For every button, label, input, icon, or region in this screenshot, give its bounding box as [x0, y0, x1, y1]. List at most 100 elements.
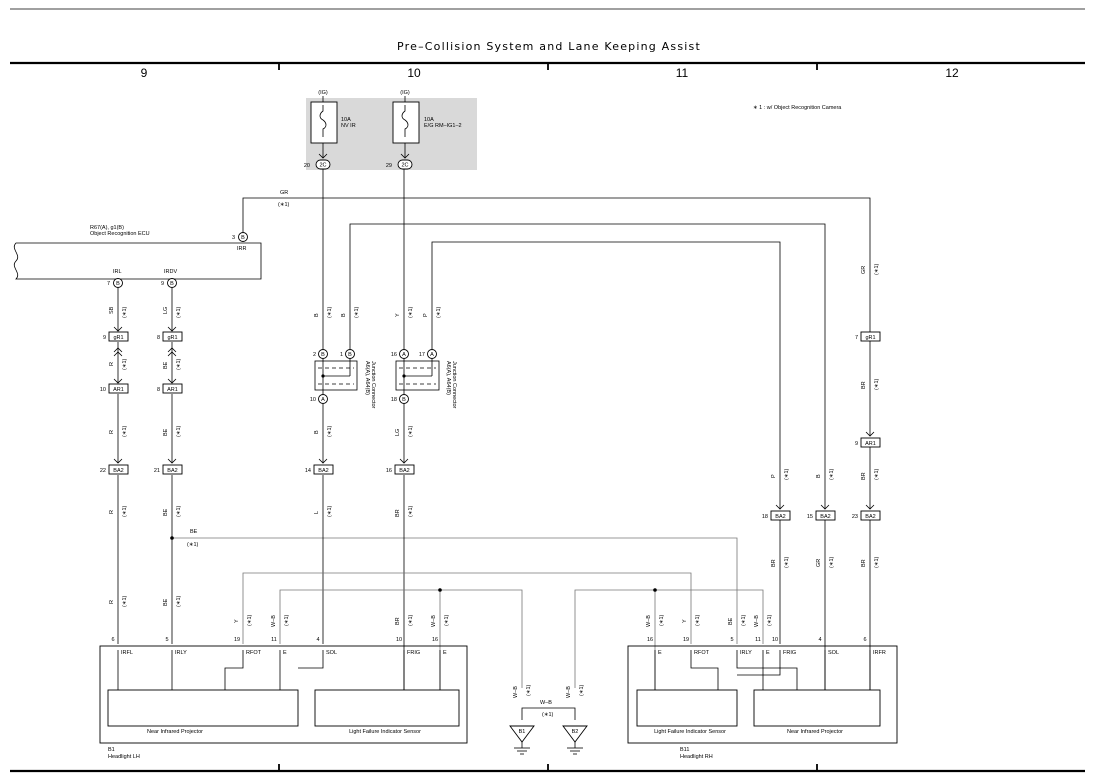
wire-label: (∗1)	[327, 307, 333, 318]
wire-gr-top	[242, 197, 871, 333]
svg-text:7: 7	[107, 281, 110, 287]
wire-label: R	[109, 510, 115, 514]
wire-p-loop	[431, 241, 781, 509]
svg-text:5: 5	[165, 637, 168, 643]
svg-text:2: 2	[313, 352, 316, 358]
svg-text:10: 10	[100, 387, 106, 393]
light-failure-sensor-lh	[314, 689, 460, 727]
wire-label: (∗1)	[122, 359, 128, 370]
wire-label: GR	[816, 559, 822, 567]
wire-label: B	[341, 313, 347, 317]
wire-label: (∗1)	[122, 506, 128, 517]
svg-text:FRIG: FRIG	[407, 650, 420, 656]
svg-text:18: 18	[391, 397, 397, 403]
wire-label: P	[423, 313, 429, 317]
wire-wb-ground-link	[521, 707, 576, 720]
wire-label: W–B	[271, 615, 277, 627]
fuse-connector	[397, 159, 413, 170]
near-infrared-projector-lh	[107, 689, 299, 727]
svg-text:6: 6	[863, 637, 866, 643]
wire-label: (∗1)	[874, 557, 880, 568]
svg-text:10: 10	[772, 637, 778, 643]
svg-text:11: 11	[271, 637, 277, 643]
headlight-rh-name: Headlight RH	[680, 754, 713, 760]
wire-label: B	[816, 474, 822, 478]
connector-ba2-16: BA2 16	[386, 464, 415, 475]
headlight-rh: 16 19 5 11 10 4 6 E RFOT IRLY E FRIG SOL…	[627, 637, 898, 760]
wire-label: (∗1)	[784, 469, 790, 480]
ecu-name: Object Recognition ECU	[90, 231, 150, 237]
column-number-9: 9	[141, 66, 148, 80]
wire-label: (∗1)	[874, 379, 880, 390]
svg-text:gR1: gR1	[865, 335, 875, 341]
svg-text:2C: 2C	[401, 163, 408, 169]
svg-text:BA2: BA2	[820, 514, 830, 520]
wire-label: (∗1)	[176, 426, 182, 437]
wire-label: W–B	[754, 615, 760, 627]
wire-label: (∗1)	[579, 685, 585, 696]
headlight-lh-name: Headlight LH	[108, 754, 140, 760]
svg-text:Near Infrared Projector: Near Infrared Projector	[787, 729, 843, 735]
svg-text:3: 3	[232, 235, 235, 241]
svg-text:A: A	[430, 352, 434, 358]
wire-label: BE	[163, 428, 169, 436]
svg-text:(∗1): (∗1)	[278, 202, 289, 208]
wire-label: (∗1)	[874, 264, 880, 275]
wire-label: (∗1)	[176, 506, 182, 517]
fuse-supply: (IG)	[318, 90, 328, 96]
wire-y-cross	[242, 572, 692, 644]
light-failure-sensor-rh	[636, 689, 738, 727]
wire-label: B	[314, 313, 320, 317]
column-number-10: 10	[407, 66, 421, 80]
svg-text:A6(A), A64(B): A6(A), A64(B)	[445, 361, 451, 395]
svg-text:(∗1): (∗1)	[542, 712, 553, 718]
wire-label: LG	[395, 429, 401, 436]
near-infrared-projector-rh	[753, 689, 881, 727]
svg-text:gR1: gR1	[113, 335, 123, 341]
svg-text:14: 14	[305, 468, 311, 474]
wire-label: BR	[861, 381, 867, 389]
svg-text:B: B	[170, 281, 174, 287]
fuse-pin: 20	[304, 163, 310, 169]
wire-label: (∗1)	[874, 469, 880, 480]
svg-text:16: 16	[391, 352, 397, 358]
svg-text:BA2: BA2	[318, 468, 328, 474]
wire-label: (∗1)	[176, 359, 182, 370]
svg-text:8: 8	[157, 335, 160, 341]
svg-text:(∗1): (∗1)	[187, 542, 198, 548]
wire-label: BR	[395, 509, 401, 517]
wire-b-loop	[349, 223, 826, 509]
wire-label: (∗1)	[436, 307, 442, 318]
ecu-pin-irdv	[167, 278, 177, 288]
svg-text:22: 22	[100, 468, 106, 474]
svg-text:B: B	[402, 397, 406, 403]
svg-text:BA2: BA2	[399, 468, 409, 474]
svg-text:8: 8	[157, 387, 160, 393]
wire-label: (∗1)	[122, 307, 128, 318]
wire-label: (∗1)	[408, 506, 414, 517]
ground-icon	[509, 725, 535, 743]
wire-label: BR	[395, 617, 401, 625]
wire-label: W–B	[431, 615, 437, 627]
svg-text:gR1: gR1	[167, 335, 177, 341]
headlight-lh-ref: B1	[108, 747, 115, 753]
svg-text:18: 18	[762, 514, 768, 520]
wire-wb-cross-right	[574, 589, 764, 688]
svg-text:16: 16	[386, 468, 392, 474]
wire-label: (∗1)	[327, 506, 333, 517]
wire-label: W–B	[513, 686, 519, 698]
wire-label: LG	[163, 307, 169, 314]
svg-text:23: 23	[852, 514, 858, 520]
wire-label: (∗1)	[784, 557, 790, 568]
connector-ar1-10: AR1 10	[100, 383, 129, 394]
connector-ba2-15: BA2 15	[807, 510, 836, 521]
svg-text:BA2: BA2	[775, 514, 785, 520]
wire-label: Y	[682, 619, 688, 623]
column-number-11: 11	[676, 66, 689, 80]
svg-text:15: 15	[807, 514, 813, 520]
svg-text:IRL: IRL	[113, 269, 122, 275]
ecu-pin-irl	[113, 278, 123, 288]
wire-label: (∗1)	[829, 557, 835, 568]
connector-ba2-21: BA2 21	[154, 464, 183, 475]
wire-label: R	[109, 600, 115, 604]
